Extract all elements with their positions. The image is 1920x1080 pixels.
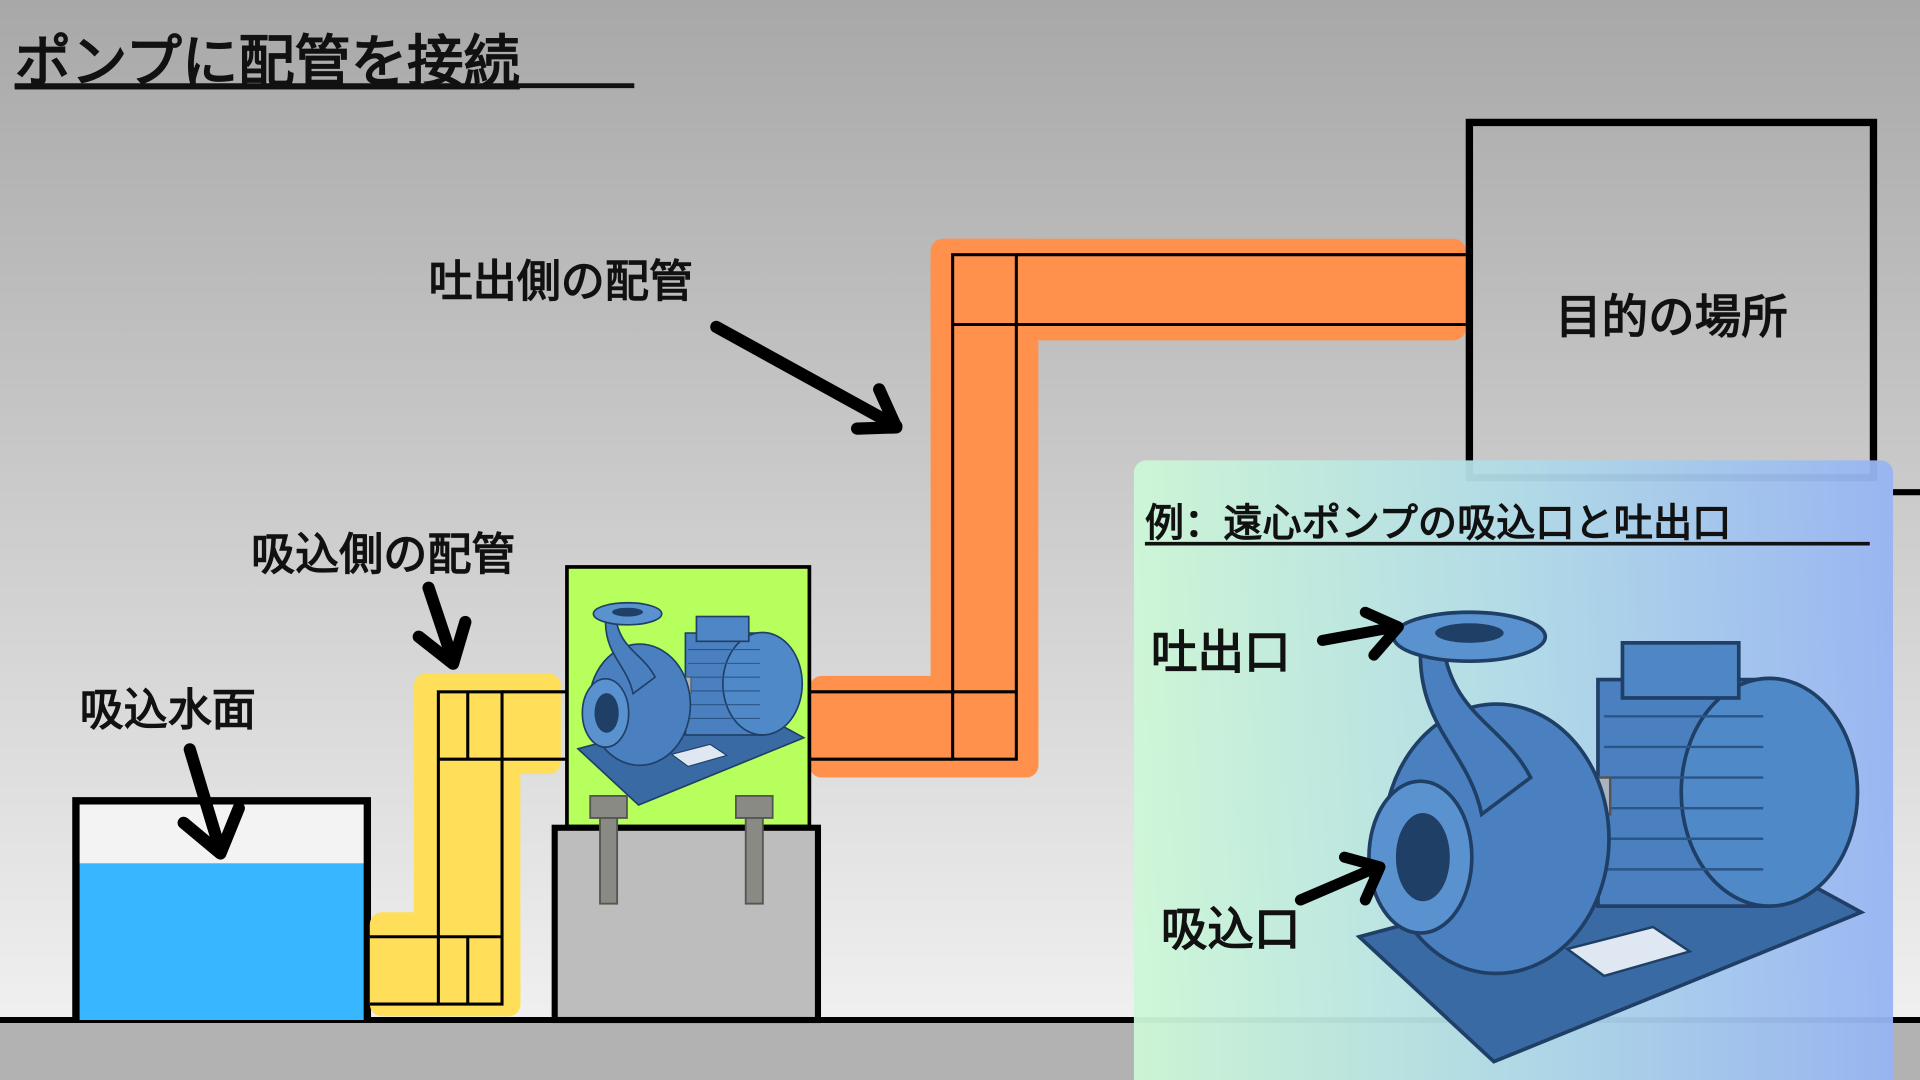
label-destination: 目的の場所 [1555,290,1788,344]
label-discharge-pipe: 吐出側の配管 [429,256,693,307]
water [75,863,368,1020]
example-inset: 例：遠心ポンプの吸込口と吐出口 吐出口 吸込口 [1133,460,1920,1080]
arrow-icon [177,743,245,860]
label-suction-water-level: 吸込水面 [80,685,256,736]
discharge-pipe [809,238,1466,778]
arrow-icon [1316,606,1404,661]
water-tank [72,797,372,1020]
arrow-icon [710,320,903,435]
arrow-icon [412,581,472,670]
arrow-icon [1294,851,1386,906]
concrete-base [551,824,822,1024]
anchor-bolts [589,795,774,905]
label-discharge-port: 吐出口 [1151,626,1291,680]
suction-pipe [369,673,567,1017]
label-suction-port: 吸込口 [1161,902,1301,956]
label-suction-pipe: 吸込側の配管 [251,529,515,580]
inset-title: 例：遠心ポンプの吸込口と吐出口 [1145,501,1731,546]
